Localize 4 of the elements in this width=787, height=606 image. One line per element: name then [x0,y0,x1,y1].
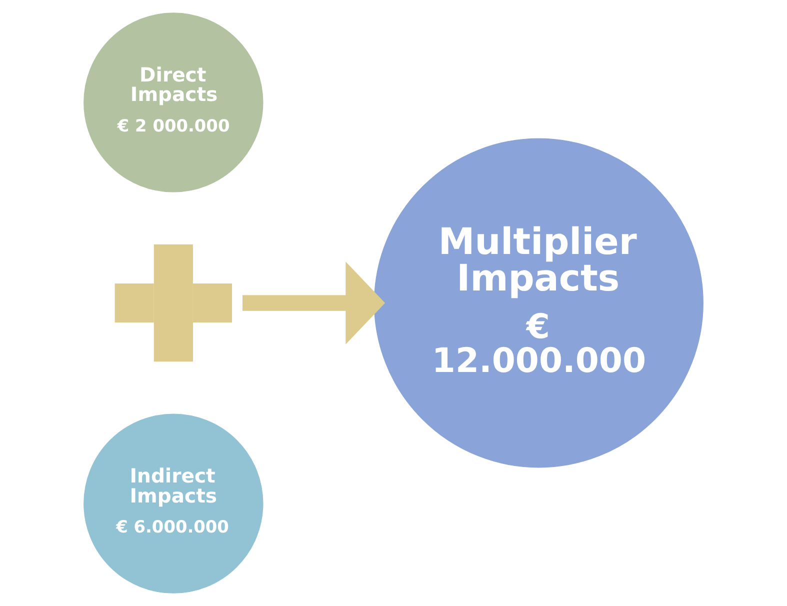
node-circle: Multiplier Impacts € 12.000.000 [374,138,704,468]
node-circle: Indirect Impacts € 6.000.000 [84,414,264,594]
node-circle: Direct Impacts € 2 000.000 [84,12,264,192]
arrow [242,262,386,344]
